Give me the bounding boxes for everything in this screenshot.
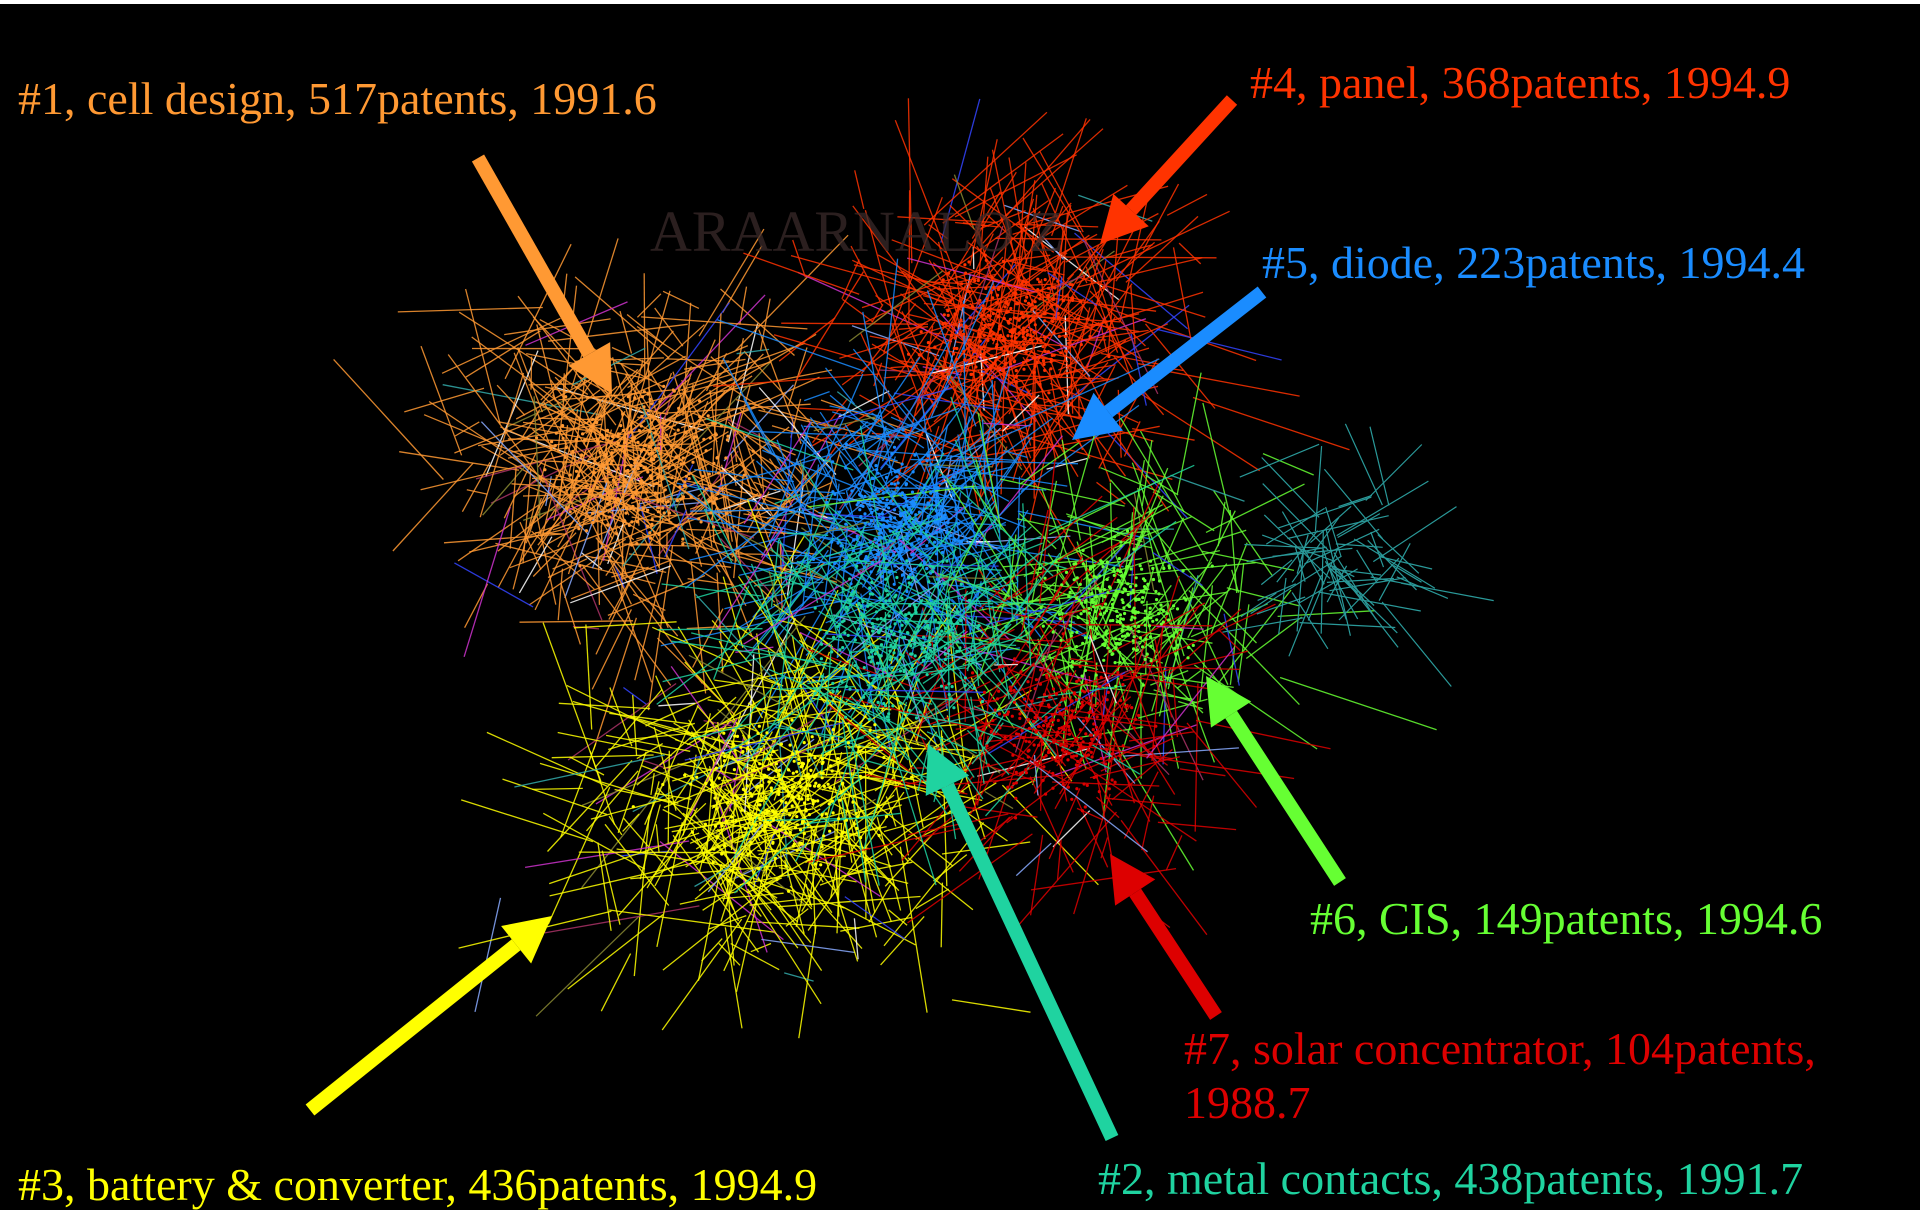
cluster-label-7: #7, solar concentrator, 104patents, 1988… (1184, 1023, 1816, 1128)
faint-overlay-text: ARAARNALO Z (650, 199, 1065, 264)
arrow-to-c3 (305, 916, 552, 1116)
cluster-arrows (305, 95, 1346, 1141)
arrow-to-c1 (471, 154, 612, 394)
arrow-to-c6 (1206, 676, 1346, 886)
arrow-to-c2 (925, 744, 1119, 1141)
network-edges (333, 98, 1494, 1039)
cluster-label-6: #6, CIS, 149patents, 1994.6 (1310, 893, 1823, 944)
arrow-to-c4 (1100, 95, 1238, 244)
arrow-to-c5 (1072, 286, 1267, 440)
top-border-line (0, 0, 1920, 4)
cluster-label-4: #4, panel, 368patents, 1994.9 (1250, 57, 1791, 108)
cluster-label-3: #3, battery & converter, 436patents, 199… (18, 1159, 818, 1210)
cluster-label-2: #2, metal contacts, 438patents, 1991.7 (1098, 1153, 1804, 1204)
arrow-to-c7 (1110, 854, 1222, 1020)
cluster-label-5: #5, diode, 223patents, 1994.4 (1262, 237, 1805, 288)
cluster-label-1: #1, cell design, 517patents, 1991.6 (18, 73, 657, 124)
